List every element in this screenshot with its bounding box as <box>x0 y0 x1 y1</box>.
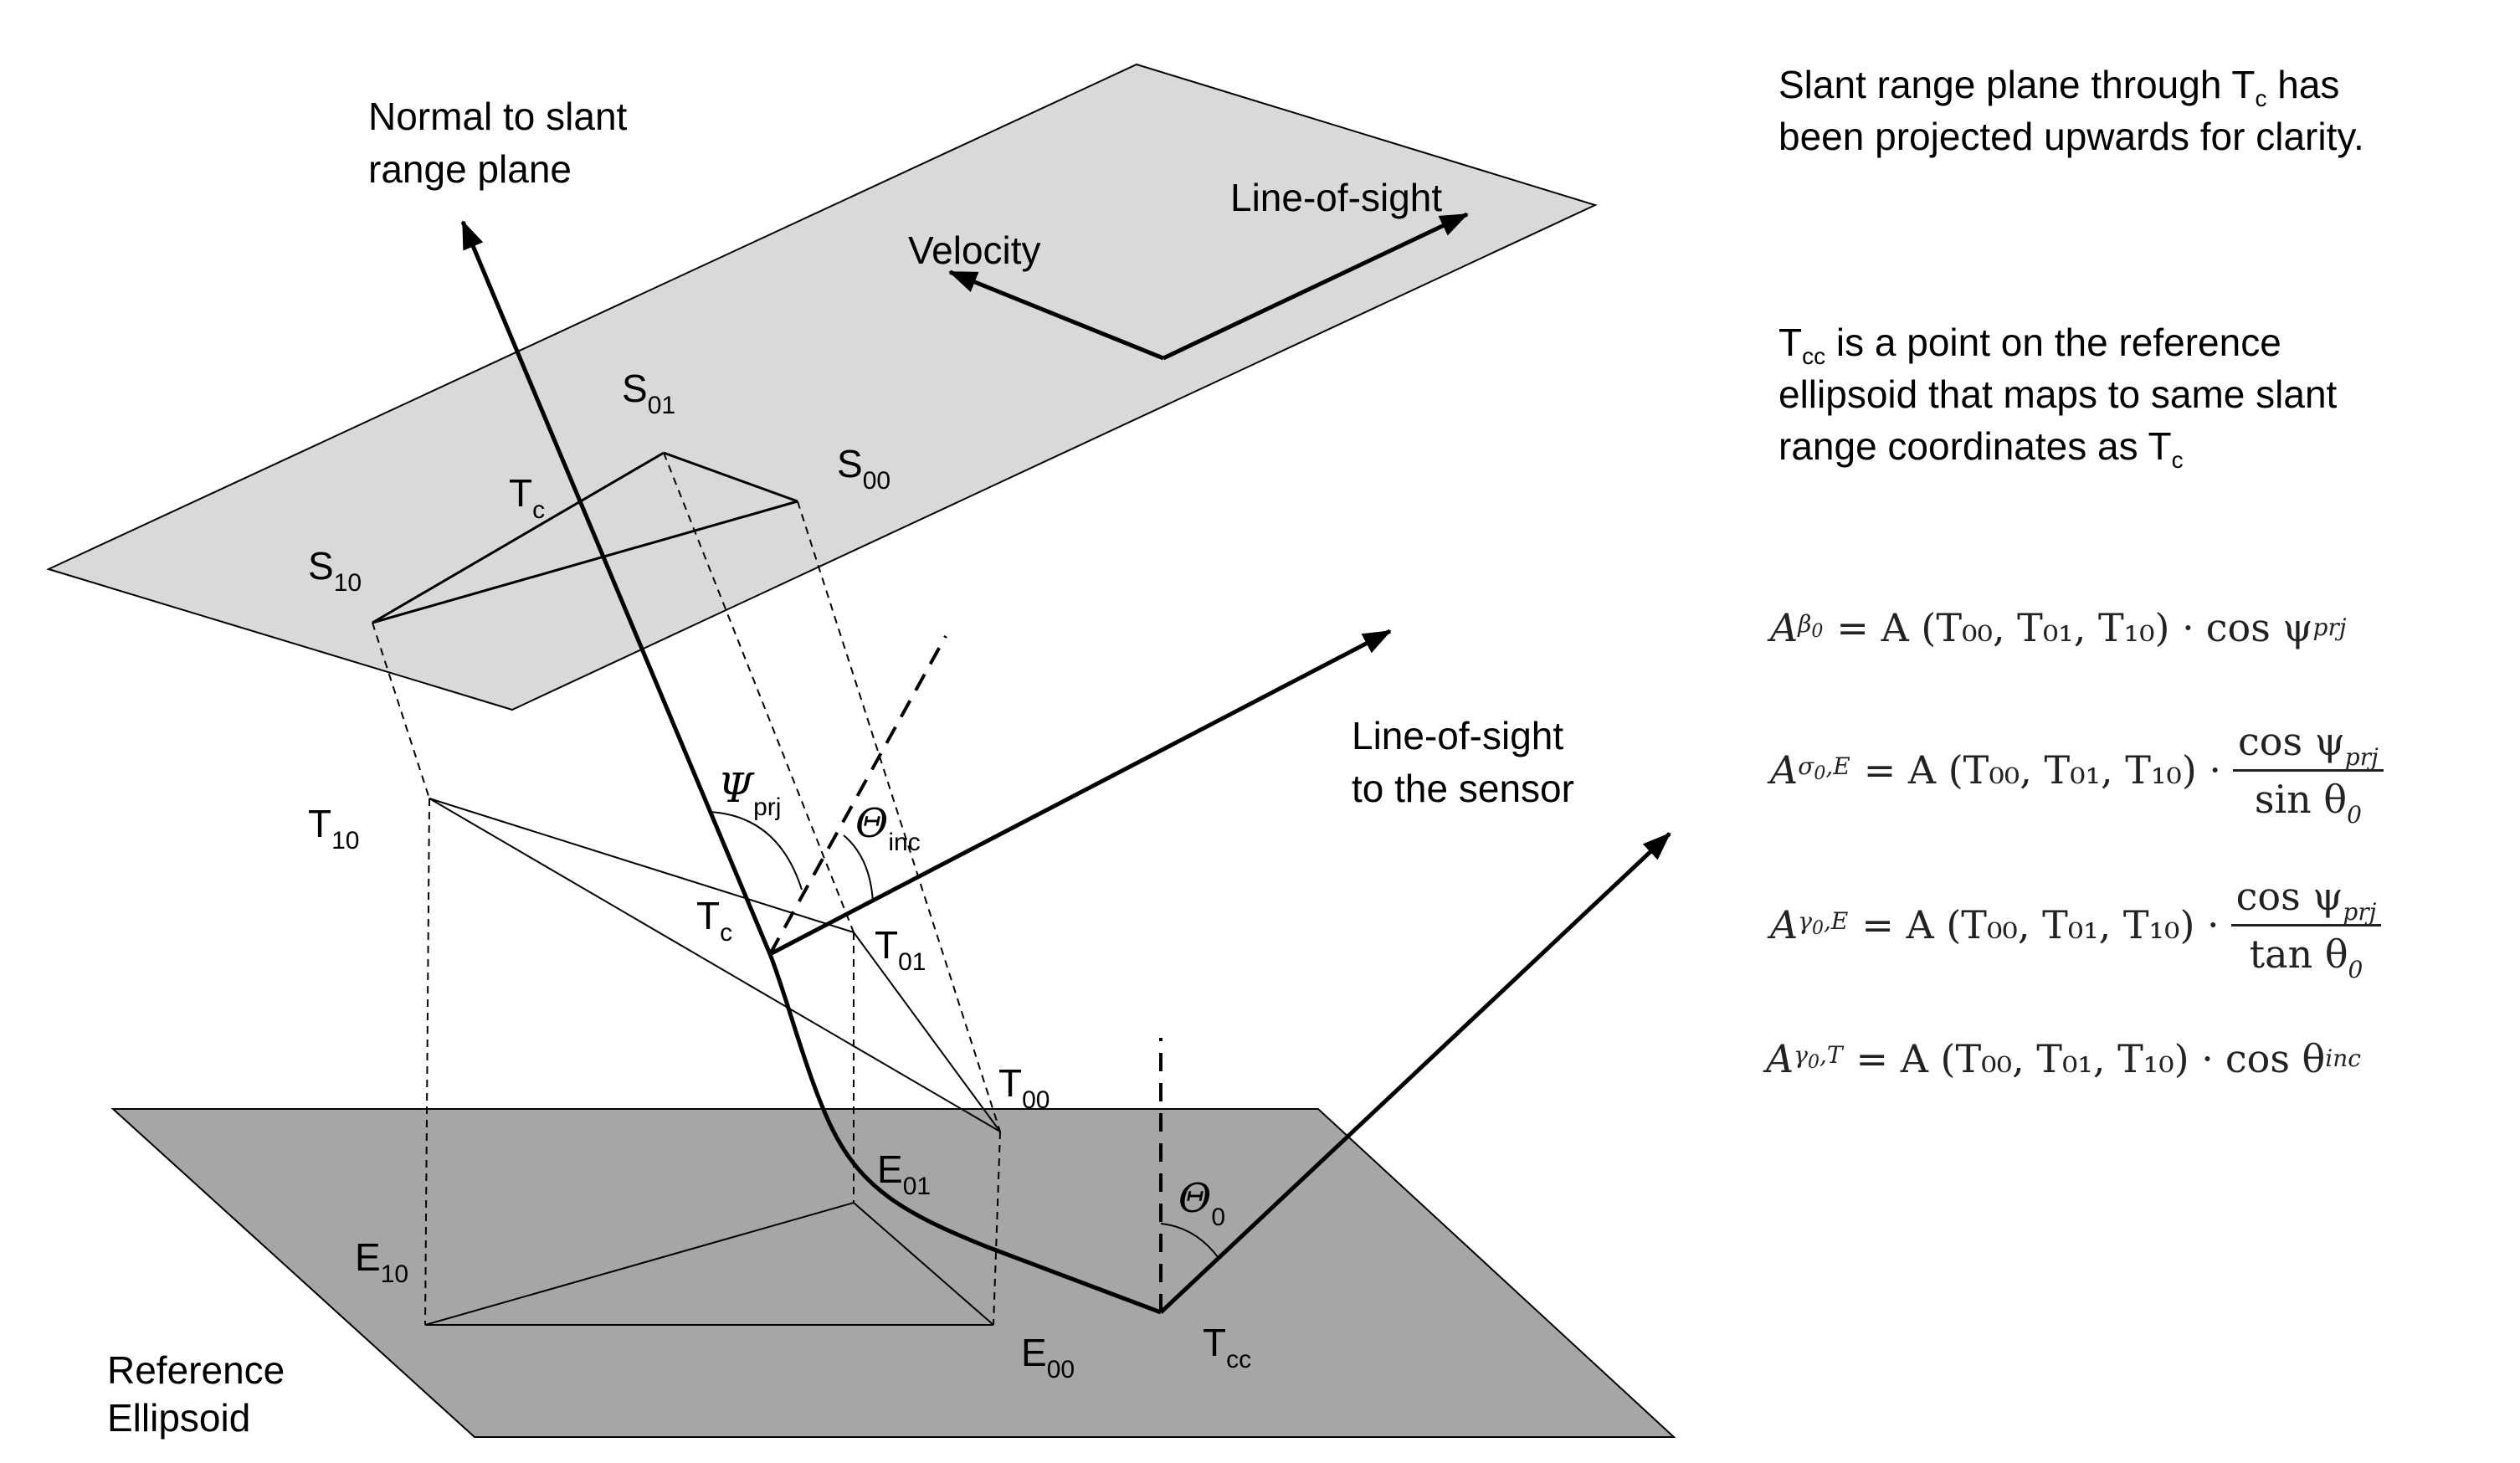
projection-lines <box>372 452 1001 1326</box>
theta-0-arc <box>1160 1223 1219 1259</box>
sigma0-fraction: cos ψprj sin θ0 <box>2233 719 2384 826</box>
reference-ellipsoid-plane <box>110 1108 1676 1438</box>
psi-arc <box>709 811 803 891</box>
slant-quad <box>372 451 798 624</box>
label-e00: E00 <box>1021 1331 1075 1383</box>
ellipsoid-quad <box>424 1202 994 1326</box>
normal-label-line1: Normal to slant <box>368 95 628 138</box>
tcc-note: Tcc is a point on the reference ellipsoi… <box>1778 316 2337 472</box>
projection-note-line1: Slant range plane through Tc has <box>1778 63 2340 111</box>
projection-note: Slant range plane through Tc has been pr… <box>1778 59 2364 162</box>
label-tcc: Tcc <box>1203 1321 1251 1373</box>
label-s00: S00 <box>837 442 890 495</box>
slant-range-plane <box>46 63 1598 711</box>
reference-label-line2: Ellipsoid <box>107 1396 250 1440</box>
line-of-sight-label: Line-of-sight <box>1230 176 1442 219</box>
gamma0-fraction: cos ψprj tan θ0 <box>2230 874 2382 981</box>
label-s10: S10 <box>308 544 362 597</box>
label-e10: E10 <box>355 1235 408 1288</box>
label-t10: T10 <box>308 802 359 855</box>
tcc-note-line3: range coordinates as Tc <box>1778 424 2184 473</box>
los-sensor-label-line1: Line-of-sight <box>1352 714 1563 757</box>
label-tc-slant: Tc <box>509 471 545 524</box>
label-e01: E01 <box>877 1147 931 1200</box>
label-s01: S01 <box>622 367 675 419</box>
velocity-label: Velocity <box>908 228 1041 272</box>
velocity-arrow <box>948 270 1164 361</box>
normal-arrow <box>460 220 772 955</box>
label-tc-terrain: Tc <box>696 894 732 947</box>
tcc-note-line2: ellipsoid that maps to same slant <box>1778 372 2338 416</box>
theta-inc-arc <box>843 834 874 903</box>
projection-note-line2: been projected upwards for clarity. <box>1778 115 2364 158</box>
incidence-reference-line <box>768 635 947 955</box>
theta-0-label: Θ0 <box>1178 1175 1225 1231</box>
tcc-los-arrow <box>1159 832 1671 1314</box>
tcc-note-line1: Tcc is a point on the reference <box>1778 321 2281 369</box>
psi-prj-label: Ψprj <box>718 765 781 821</box>
tc-to-tcc-curve <box>767 953 1162 1315</box>
theta-inc-label: Θinc <box>855 800 921 856</box>
label-t01: T01 <box>875 923 926 976</box>
line-of-sight-arrow <box>1162 212 1469 361</box>
los-to-sensor-arrow <box>768 629 1392 957</box>
reference-label-line1: Reference <box>107 1348 285 1392</box>
label-t00: T00 <box>998 1061 1050 1114</box>
normal-label-line2: range plane <box>368 147 572 191</box>
terrain-triangle <box>429 798 1001 1132</box>
los-sensor-label-line2: to the sensor <box>1352 767 1574 810</box>
